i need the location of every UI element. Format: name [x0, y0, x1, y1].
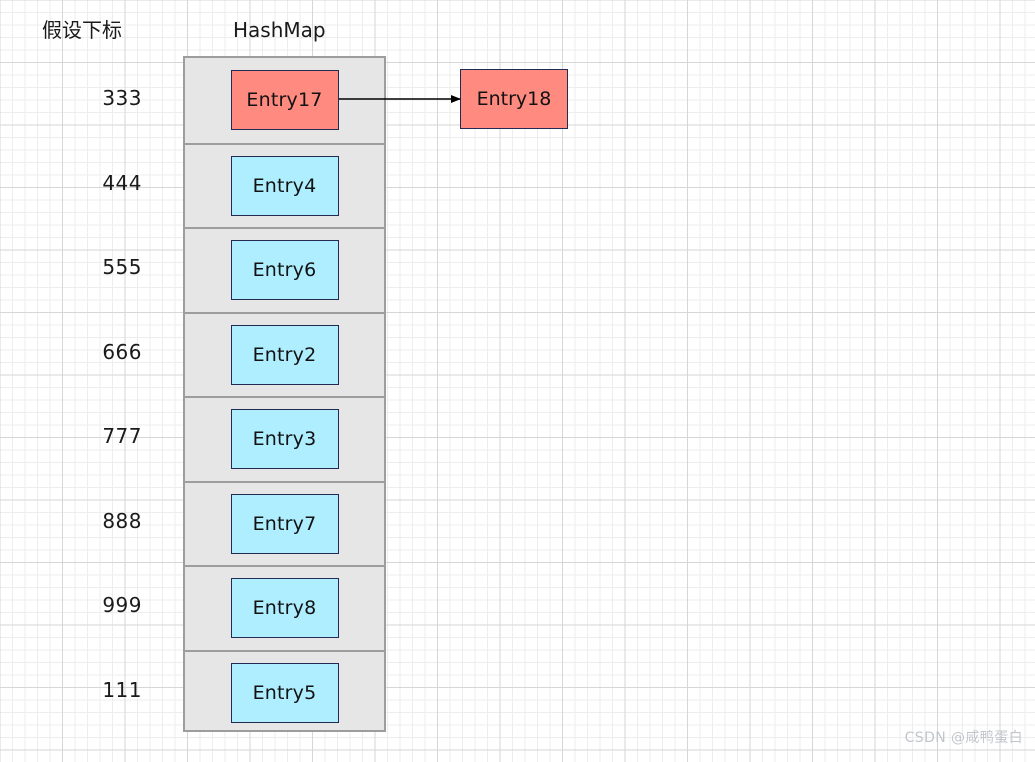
- bucket-row: Entry2: [185, 311, 384, 397]
- bucket-row: Entry7: [185, 480, 384, 566]
- watermark: CSDN @咸鸭蛋白: [904, 730, 1023, 746]
- bucket-row: Entry5: [185, 649, 384, 735]
- bucket-row: Entry3: [185, 396, 384, 481]
- bucket-row: Entry4: [185, 142, 384, 228]
- bucket-row: Entry17: [185, 58, 384, 143]
- bucket-row: Entry6: [185, 227, 384, 312]
- index-label: 111: [102, 677, 142, 702]
- entry-box: Entry3: [230, 409, 339, 470]
- entry-box: Entry6: [230, 240, 339, 301]
- index-column: 333 444 555 666 777 888 999 111: [0, 56, 160, 732]
- entry-box: Entry5: [230, 662, 339, 723]
- link-arrow-entry17-to-entry18: [339, 95, 461, 103]
- entry-box: Entry17: [230, 70, 339, 131]
- entry-box: Entry8: [230, 578, 339, 639]
- index-label: 666: [102, 339, 142, 364]
- entry-box: Entry4: [230, 155, 339, 216]
- hashmap-heading: HashMap: [233, 18, 326, 42]
- index-column-heading: 假设下标: [42, 18, 122, 42]
- index-label: 999: [102, 593, 142, 618]
- index-label: 333: [102, 86, 142, 111]
- entry-box: Entry2: [230, 324, 339, 385]
- index-label: 888: [102, 508, 142, 533]
- index-label: 555: [102, 255, 142, 280]
- index-label: 444: [102, 170, 142, 195]
- index-label: 777: [102, 424, 142, 449]
- bucket-row: Entry8: [185, 565, 384, 650]
- entry-box: Entry7: [230, 493, 339, 554]
- external-entry-node-entry18: Entry18: [460, 69, 568, 129]
